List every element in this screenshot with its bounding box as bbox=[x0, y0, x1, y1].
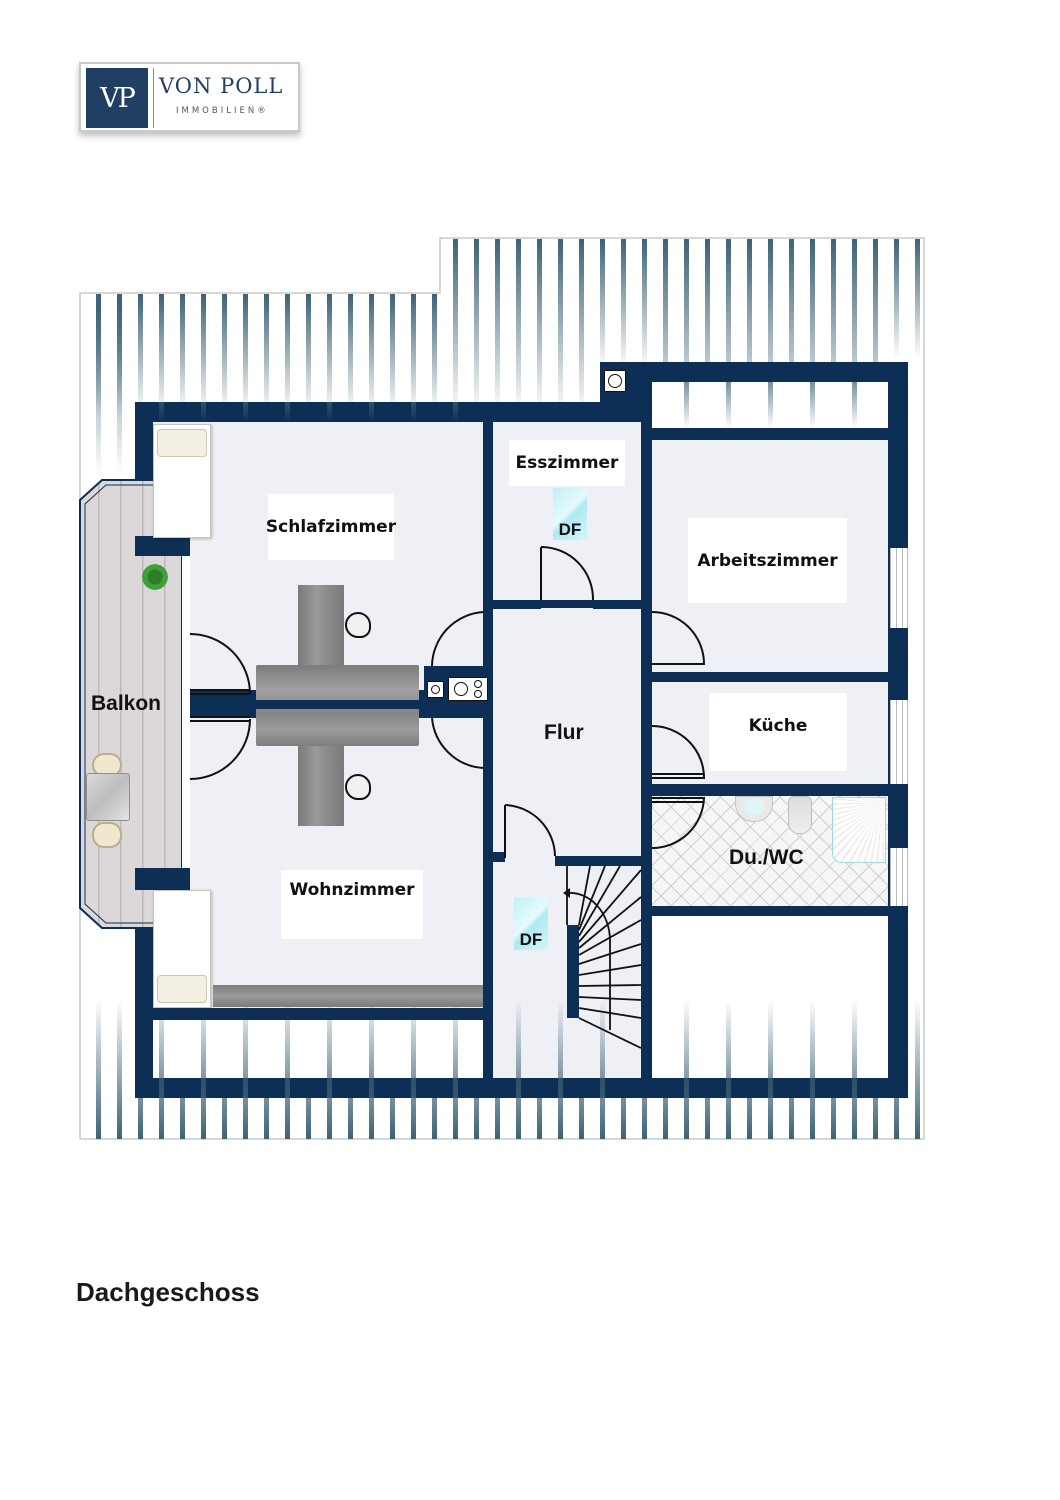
chimney-icon bbox=[604, 370, 626, 392]
logo-subtitle: IMMOBILIEN® bbox=[176, 106, 269, 116]
wall-flur-stub-sw bbox=[493, 852, 505, 862]
floor-title: Dachgeschoss bbox=[76, 1277, 260, 1307]
skylight-flur-icon: DF bbox=[514, 898, 548, 950]
wall-stair-east bbox=[641, 850, 652, 1090]
kitchenette-sink-icon bbox=[427, 681, 444, 698]
door-swing-kueche bbox=[651, 725, 706, 779]
bed-schlafzimmer-icon bbox=[153, 424, 211, 538]
wall-flur-east-mid bbox=[641, 666, 652, 726]
balcony-plant-icon bbox=[140, 562, 170, 592]
balcony-opening bbox=[182, 556, 190, 868]
balcony-chair-bottom-icon bbox=[92, 822, 122, 848]
door-swing-arbeitszimmer bbox=[651, 611, 706, 665]
floor-plan: Balkon bbox=[79, 237, 925, 1140]
balcony-door-swing-top bbox=[189, 633, 251, 695]
wall-arbeits-north bbox=[652, 428, 892, 440]
washbasin-icon bbox=[735, 796, 773, 822]
room-label-arbeitszimmer: Arbeitszimmer bbox=[688, 518, 847, 603]
roof-slope-stripes-overlay bbox=[159, 382, 857, 1098]
wall-esszimmer-south-right bbox=[593, 600, 645, 609]
balcony-wall-stub-top bbox=[135, 536, 190, 556]
kitchenette-stove-icon bbox=[448, 677, 488, 701]
wall-bottom-inner bbox=[153, 1008, 483, 1020]
door-swing-bad bbox=[651, 797, 706, 849]
staircase bbox=[563, 865, 642, 1049]
balcony-wall-stub-bottom bbox=[135, 868, 190, 890]
attic-storage-bottom-left bbox=[153, 1020, 483, 1078]
wall-esszimmer-south-left bbox=[493, 600, 541, 609]
doors-and-stairs bbox=[189, 546, 706, 1049]
wall-schlaf-wohn-divider bbox=[190, 700, 492, 709]
wall-arbeits-kueche bbox=[652, 672, 892, 682]
skylight-esszimmer-icon: DF bbox=[553, 488, 587, 540]
room-label-kueche: Küche bbox=[709, 693, 847, 771]
office-chair-top-icon bbox=[345, 612, 371, 638]
logo-name: VON POLL bbox=[159, 74, 284, 98]
logo-mark: VP bbox=[86, 68, 148, 128]
office-chair-bottom-icon bbox=[345, 774, 371, 800]
wall-flur-west-top bbox=[483, 410, 493, 610]
room-label-esszimmer: Esszimmer bbox=[509, 440, 625, 486]
wall-flur-east bbox=[641, 410, 652, 666]
window-kueche bbox=[890, 700, 908, 784]
room-flur bbox=[493, 608, 641, 856]
room-label-schlafzimmer: Schlafzimmer bbox=[266, 494, 396, 560]
sideboard-icon bbox=[213, 985, 483, 1007]
room-label-flur: Flur bbox=[544, 721, 584, 744]
room-label-du-wc: Du./WC bbox=[729, 846, 804, 869]
shower-icon bbox=[832, 797, 886, 863]
wall-flur-west-bottom bbox=[483, 770, 493, 1090]
door-swing-wohnzimmer bbox=[431, 717, 484, 769]
bed-wohnzimmer-icon bbox=[153, 890, 211, 1008]
balcony-door-swing-bottom bbox=[189, 718, 251, 780]
room-label-balkon: Balkon bbox=[91, 692, 162, 715]
wall-flur-east-low bbox=[641, 778, 652, 800]
wall-bad-south bbox=[652, 906, 892, 916]
toilet-icon bbox=[788, 796, 812, 834]
door-swing-esszimmer bbox=[540, 546, 595, 601]
wall-stair-north bbox=[555, 856, 645, 866]
window-bad bbox=[890, 848, 908, 906]
wall-kueche-bad bbox=[652, 784, 892, 796]
room-label-wohnzimmer: Wohnzimmer bbox=[281, 870, 423, 939]
door-swing-stairhall bbox=[504, 804, 556, 858]
balcony-table-icon bbox=[86, 773, 130, 821]
logo-divider bbox=[153, 68, 154, 128]
door-swing-schlafzimmer bbox=[431, 611, 484, 667]
room-flur-stair-hall bbox=[493, 856, 565, 1078]
window-arbeitszimmer bbox=[890, 548, 908, 628]
von-poll-logo: VP VON POLL IMMOBILIEN® bbox=[79, 62, 300, 132]
